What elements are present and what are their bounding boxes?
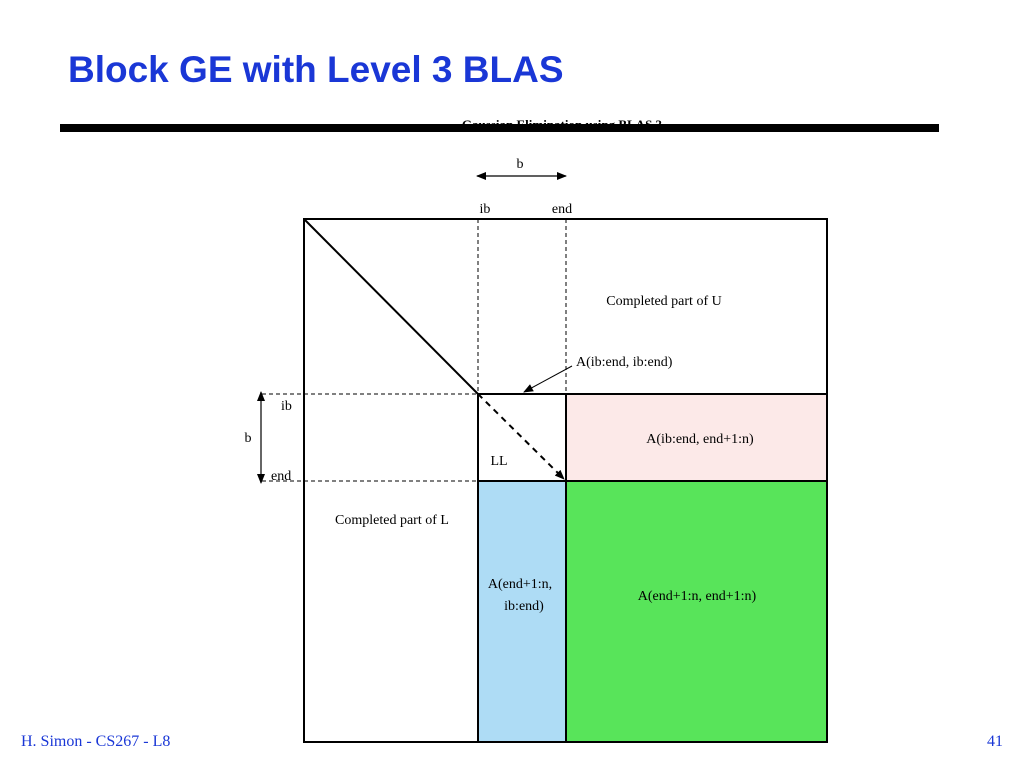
side-height-label: b — [245, 431, 252, 446]
row-label-end: end — [271, 469, 291, 484]
row-label-ib: ib — [281, 399, 292, 414]
title-rule — [60, 124, 939, 132]
completed-l-label: Completed part of L — [335, 513, 449, 528]
diag-block-pointer-arrow — [523, 365, 573, 393]
footer-author: H. Simon - CS267 - L8 — [21, 733, 171, 750]
below-block-fill — [478, 481, 566, 742]
ll-dashed-diagonal — [477, 393, 565, 480]
trailing-block-label: A(end+1:n, end+1:n) — [638, 589, 757, 604]
top-width-label: b — [517, 157, 524, 172]
right-block-fill — [566, 394, 827, 481]
right-block-label: A(ib:end, end+1:n) — [646, 432, 754, 447]
slide-title: Block GE with Level 3 BLAS — [68, 49, 564, 90]
below-block-label-line1: A(end+1:n, — [488, 577, 552, 592]
trailing-block-fill — [566, 481, 827, 742]
below-block-label-line2: ib:end) — [504, 599, 544, 614]
completed-u-label: Completed part of U — [606, 294, 721, 309]
col-label-ib: ib — [480, 202, 491, 217]
page-number: 41 — [987, 733, 1003, 750]
ll-label: LL — [490, 454, 507, 469]
completed-diagonal — [303, 218, 479, 395]
diag-block-pointer-label: A(ib:end, ib:end) — [576, 355, 673, 370]
col-label-end: end — [552, 202, 572, 217]
